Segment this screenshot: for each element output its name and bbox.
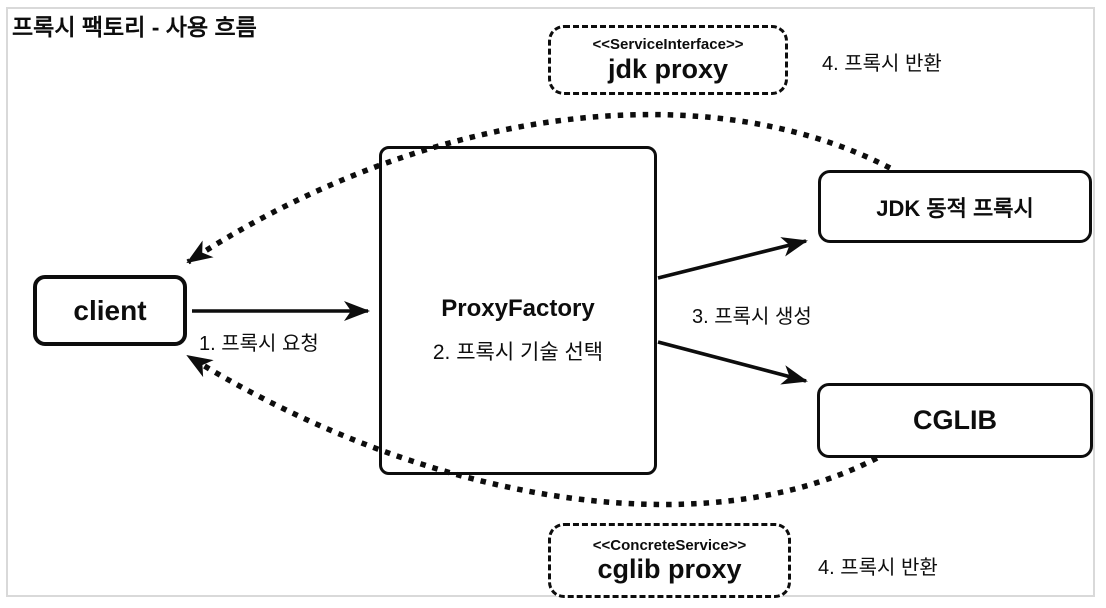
node-cglib-proxy: <<ConcreteService>> cglib proxy	[548, 523, 791, 598]
return-top-label: 4. 프록시 반환	[822, 53, 942, 75]
diagram-frame	[6, 7, 1095, 597]
node-jdk-dynamic-proxy: JDK 동적 프록시	[818, 170, 1092, 243]
proxy-factory-name: ProxyFactory	[441, 295, 595, 322]
node-jdk-proxy: <<ServiceInterface>> jdk proxy	[548, 25, 788, 95]
proxy-factory-step: 2. 프록시 기술 선택	[432, 341, 604, 364]
cglib-label: CGLIB	[913, 405, 997, 435]
jdk-proxy-label: jdk proxy	[607, 53, 729, 84]
node-client: client	[33, 275, 187, 346]
jdk-proxy-stereotype: <<ServiceInterface>>	[592, 36, 744, 54]
request-label: 1. 프록시 요청	[199, 333, 319, 355]
client-label: client	[73, 294, 147, 326]
create-label: 3. 프록시 생성	[692, 306, 812, 328]
return-bottom-label: 4. 프록시 반환	[818, 557, 938, 579]
diagram-title: 프록시 팩토리 - 사용 흐름	[12, 14, 257, 40]
cglib-proxy-stereotype: <<ConcreteService>>	[592, 536, 747, 554]
node-proxy-factory: ProxyFactory 2. 프록시 기술 선택	[379, 146, 657, 475]
node-cglib: CGLIB	[817, 383, 1093, 458]
cglib-proxy-label: cglib proxy	[597, 554, 742, 585]
jdk-dynamic-proxy-label: JDK 동적 프록시	[876, 195, 1034, 221]
